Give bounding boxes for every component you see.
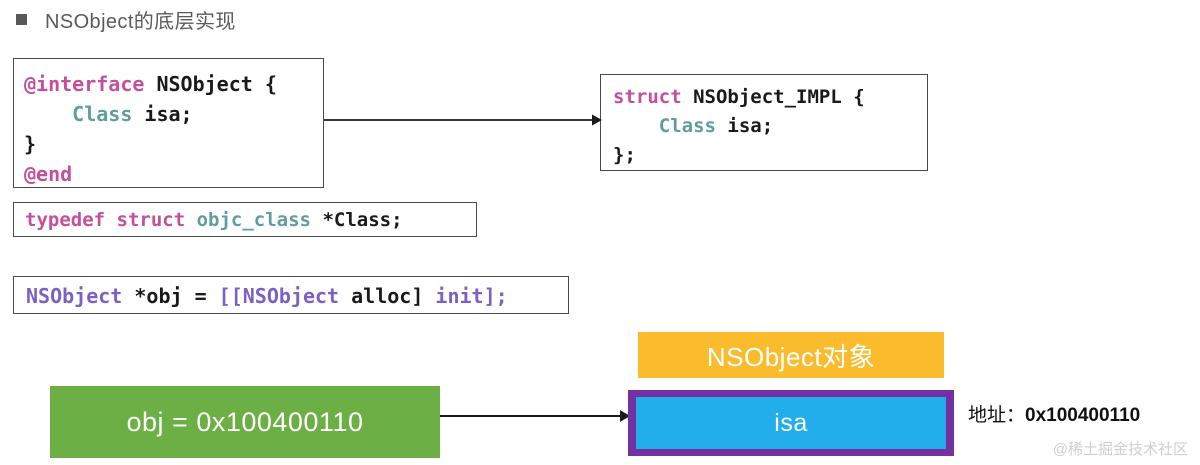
code-token: objc_class xyxy=(196,209,311,231)
code-token: *obj = xyxy=(122,284,219,308)
code-line: Class isa; xyxy=(613,112,927,141)
address-annotation-prefix: 地址： xyxy=(968,405,1026,426)
code-token: struct xyxy=(613,86,682,108)
code-token: alloc] xyxy=(339,284,424,308)
isa-field-cell: isa xyxy=(636,397,946,449)
class-typedef: typedef struct objc_class *Class; xyxy=(13,202,477,237)
code-token xyxy=(613,115,659,137)
code-line: @end xyxy=(24,159,323,189)
isa-label: isa xyxy=(774,408,808,437)
code-token: NSObject xyxy=(242,284,340,308)
address-annotation-value: 0x100400110 xyxy=(1025,405,1141,426)
code-line: @interface NSObject { xyxy=(24,69,323,99)
page-title-text: NSObject的底层实现 xyxy=(45,11,236,33)
nsobject-interface-declaration: @interface NSObject { Class isa;} @end xyxy=(13,58,324,188)
code-line: } xyxy=(24,129,323,159)
code-token: init]; xyxy=(423,284,508,308)
code-token: isa; xyxy=(715,115,774,137)
code-token: @end xyxy=(24,162,73,186)
code-token: Class xyxy=(658,115,716,137)
code-token: isa; xyxy=(132,102,193,126)
arrow-obj-to-isa xyxy=(440,410,630,422)
code-token: *Class; xyxy=(311,209,403,231)
address-annotation: 地址：0x100400110 xyxy=(968,400,1140,427)
code-token: NSObject_IMPL { xyxy=(681,86,865,108)
code-token: NSObject { xyxy=(144,72,277,96)
code-token xyxy=(24,102,72,126)
code-token xyxy=(185,209,196,231)
square-bullet-icon xyxy=(16,14,27,25)
isa-memory-box: isa xyxy=(628,390,954,456)
watermark: @稀土掘金技术社区 xyxy=(1052,441,1188,458)
page-title: NSObject的底层实现 xyxy=(16,5,236,34)
code-token: [[ xyxy=(218,284,243,308)
code-token: Class xyxy=(72,102,133,126)
nsobject-object-label: NSObject对象 xyxy=(706,341,876,372)
code-line: struct NSObject_IMPL { xyxy=(613,83,927,112)
code-line: }; xyxy=(613,141,927,170)
code-line: typedef struct objc_class *Class; xyxy=(25,207,476,234)
nsobject-object-header-box: NSObject对象 xyxy=(638,332,944,378)
arrow-interface-to-struct xyxy=(324,114,602,126)
code-token: @interface xyxy=(24,72,145,96)
code-token: typedef struct xyxy=(25,209,186,231)
obj-pointer-box: obj = 0x100400110 xyxy=(50,386,440,458)
nsobject-alloc-init-statement: NSObject *obj = [[NSObject alloc] init]; xyxy=(13,276,569,314)
code-line: NSObject *obj = [[NSObject alloc] init]; xyxy=(26,282,568,310)
obj-pointer-label: obj = 0x100400110 xyxy=(126,406,364,437)
code-line: Class isa; xyxy=(24,99,323,129)
code-token: }; xyxy=(613,144,636,166)
nsobject-impl-struct: struct NSObject_IMPL { Class isa;}; xyxy=(600,74,928,171)
code-token: } xyxy=(24,132,37,156)
code-token: NSObject xyxy=(26,284,123,308)
